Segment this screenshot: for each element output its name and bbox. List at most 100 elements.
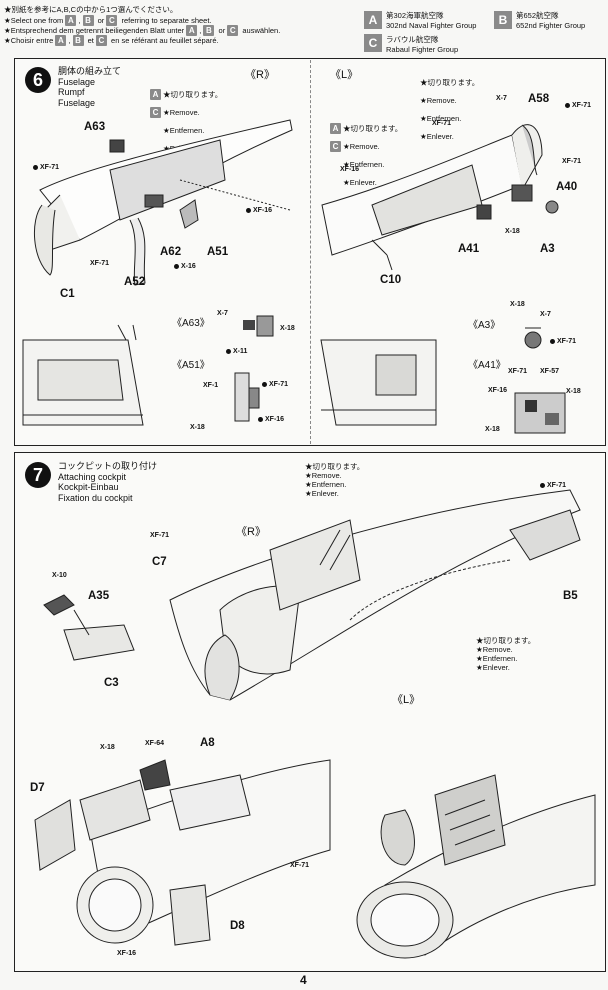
step6-remove-l-top: ★切り取ります。 ★Remove. ★Entfernen. ★Enlever. bbox=[420, 72, 479, 144]
step6-side-l: 《L》 bbox=[330, 69, 359, 81]
remove-en: ★Remove. bbox=[343, 142, 380, 151]
remove-en: ★Remove. bbox=[476, 645, 513, 654]
option-c-jp: ラバウル航空隊 bbox=[386, 35, 439, 44]
step7-cockpit-install-drawing bbox=[34, 759, 331, 946]
remove-de: ★Entfernen. bbox=[305, 480, 347, 489]
paint-x10: X-10 bbox=[52, 572, 67, 579]
paint-x18: X-18 bbox=[190, 424, 205, 431]
remove-fr: ★Enlever. bbox=[305, 489, 339, 498]
paint-xf16: XF-16 bbox=[246, 207, 272, 214]
step7-remove-mid: ★切り取ります。 ★Remove. ★Entfernen. ★Enlever. bbox=[476, 636, 535, 672]
instruction-de: ★Entsprechend dem getrennt beiliegenden … bbox=[4, 25, 281, 36]
header: ★別紙を参考にA,B,Cの中から1つ選んでください。 ★Select one f… bbox=[4, 3, 604, 63]
paint-xf71: XF-71 bbox=[150, 532, 170, 539]
remove-fr: ★Enlever. bbox=[476, 663, 510, 672]
step6-detail-a3-part bbox=[524, 327, 542, 349]
remove-en: ★Remove. bbox=[305, 471, 342, 480]
part-label-a40: A40 bbox=[556, 181, 578, 193]
page-number: 4 bbox=[300, 973, 307, 987]
part-label-c7: C7 bbox=[152, 556, 167, 568]
paint-xf71: XF-71 bbox=[562, 158, 582, 165]
remove-de: ★Entfernen. bbox=[163, 126, 205, 135]
remove-fr: ★Enlever. bbox=[420, 132, 454, 141]
remove-de: ★Entfernen. bbox=[476, 654, 518, 663]
step7-title: コックピットの取り付け Attaching cockpit Kockpit-Ei… bbox=[58, 461, 157, 503]
step6-divider bbox=[310, 60, 311, 444]
detail-a41: 《A41》 bbox=[468, 360, 506, 371]
option-c-en: Rabaul Fighter Group bbox=[386, 45, 459, 54]
option-a-jp: 第302海軍航空隊 bbox=[386, 11, 444, 20]
step7-fuselage-drawing bbox=[169, 489, 581, 701]
part-label-a51: A51 bbox=[207, 246, 229, 258]
option-b-en: 652nd Fighter Group bbox=[516, 21, 586, 30]
paint-xf71: XF-71 bbox=[540, 482, 566, 489]
detail-a51: 《A51》 bbox=[172, 360, 210, 371]
paint-x18: X-18 bbox=[485, 426, 500, 433]
step6-number: 6 bbox=[25, 67, 51, 93]
step7-cockpit-floor-drawing bbox=[43, 594, 135, 661]
paint-x7: X-7 bbox=[496, 95, 507, 102]
step6-title-de: Rumpf bbox=[58, 87, 85, 97]
option-badge-b: B bbox=[494, 11, 512, 29]
step6-side-r: 《R》 bbox=[245, 69, 275, 81]
paint-x7: X-7 bbox=[540, 311, 551, 318]
remove-jp: ★切り取ります。 bbox=[420, 78, 480, 87]
option-a-en: 302nd Naval Fighter Group bbox=[386, 21, 477, 30]
step7-title-en: Attaching cockpit bbox=[58, 471, 127, 482]
remove-de: ★Entfernen. bbox=[343, 160, 385, 169]
step6-detail-a63-part bbox=[243, 315, 274, 337]
remove-jp: ★切り取ります。 bbox=[163, 90, 223, 99]
part-label-a41: A41 bbox=[458, 243, 480, 255]
instruction-en: ★Select one from A, B or C referring to … bbox=[4, 15, 212, 26]
badge-c: C bbox=[330, 141, 341, 152]
step6-fuselage-l-drawing bbox=[321, 124, 559, 271]
step6-title-jp: 胴体の組み立て bbox=[58, 66, 122, 76]
step6-title-fr: Fuselage bbox=[58, 97, 96, 108]
paint-x18: X-18 bbox=[505, 228, 520, 235]
paint-xf71: XF-71 bbox=[432, 120, 452, 127]
badge-a: A bbox=[330, 123, 341, 134]
part-label-a8: A8 bbox=[200, 737, 215, 749]
paint-xf16: XF-16 bbox=[258, 416, 284, 423]
instruction-jp: ★別紙を参考にA,B,Cの中から1つ選んでください。 bbox=[4, 5, 178, 14]
paint-x18: X-18 bbox=[100, 744, 115, 751]
option-badge-a: A bbox=[364, 11, 382, 29]
step6-detail-a41-part bbox=[514, 392, 566, 434]
remove-de: ★Entfernen. bbox=[420, 114, 462, 123]
detail-a3: 《A3》 bbox=[468, 320, 501, 331]
step7-remove-top: ★切り取ります。 ★Remove. ★Entfernen. ★Enlever. bbox=[305, 462, 364, 498]
step7-title-jp: コックピットの取り付け bbox=[58, 461, 158, 471]
paint-xf16: XF-16 bbox=[488, 387, 508, 394]
paint-x18: X-18 bbox=[566, 388, 581, 395]
step7-side-r: 《R》 bbox=[236, 526, 266, 538]
remove-en: ★Remove. bbox=[163, 108, 200, 117]
remove-fr: ★Enlever. bbox=[343, 178, 377, 187]
paint-xf71: XF-71 bbox=[565, 102, 591, 109]
step6-fuselage-r-drawing bbox=[33, 119, 293, 286]
paint-xf71: XF-71 bbox=[290, 862, 310, 869]
paint-x18: X-18 bbox=[280, 325, 295, 332]
part-label-c1: C1 bbox=[60, 288, 75, 300]
part-label-d7: D7 bbox=[30, 782, 45, 794]
badge-c: C bbox=[150, 107, 161, 118]
step6-detail-a51-part bbox=[234, 372, 260, 422]
detail-a63: 《A63》 bbox=[172, 318, 210, 329]
paint-xf71: XF-71 bbox=[33, 164, 59, 171]
step7-nose-view-drawing bbox=[356, 774, 596, 959]
part-label-c10: C10 bbox=[380, 274, 402, 286]
step6-title-en: Fuselage bbox=[58, 76, 96, 87]
paint-xf71: XF-71 bbox=[550, 338, 576, 345]
option-badge-c: C bbox=[364, 34, 382, 52]
paint-xf57: XF-57 bbox=[540, 368, 560, 375]
paint-xf71: XF-71 bbox=[508, 368, 528, 375]
part-label-a58: A58 bbox=[528, 93, 550, 105]
step7-number: 7 bbox=[25, 462, 51, 488]
part-label-a63: A63 bbox=[84, 121, 106, 133]
paint-xf71: XF-71 bbox=[90, 260, 110, 267]
paint-xf16: XF-16 bbox=[117, 950, 137, 957]
paint-xf71: XF-71 bbox=[262, 381, 288, 388]
part-label-b5: B5 bbox=[563, 590, 578, 602]
step6-remove-l-badges: A★切り取ります。 C★Remove. ★Entfernen. ★Enlever… bbox=[330, 118, 402, 190]
paint-x11: X-11 bbox=[226, 348, 247, 355]
part-label-a3: A3 bbox=[540, 243, 555, 255]
